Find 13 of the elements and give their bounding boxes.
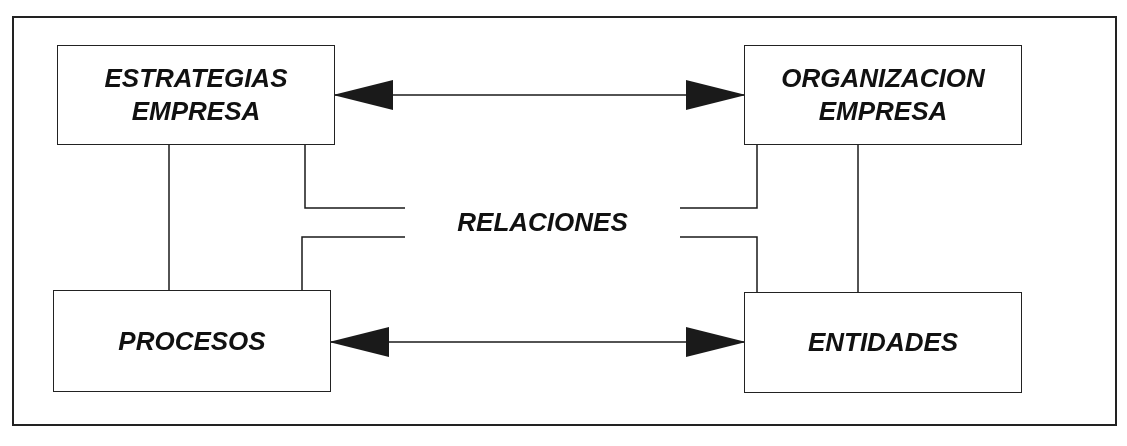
process-box: PROCESOS xyxy=(53,290,331,392)
connector-line xyxy=(679,236,758,293)
process-box: ENTIDADES xyxy=(744,292,1022,393)
connector-line xyxy=(301,236,406,291)
connector-line xyxy=(304,144,406,209)
process-box: ESTRATEGIAS EMPRESA xyxy=(57,45,335,145)
connector-line xyxy=(168,144,170,291)
connector-line xyxy=(679,144,758,209)
double-arrow xyxy=(329,327,746,357)
label-text: RELACIONES xyxy=(405,200,680,245)
double-arrow xyxy=(333,80,746,110)
process-box: ORGANIZACION EMPRESA xyxy=(744,45,1022,145)
connector-line xyxy=(857,144,859,293)
